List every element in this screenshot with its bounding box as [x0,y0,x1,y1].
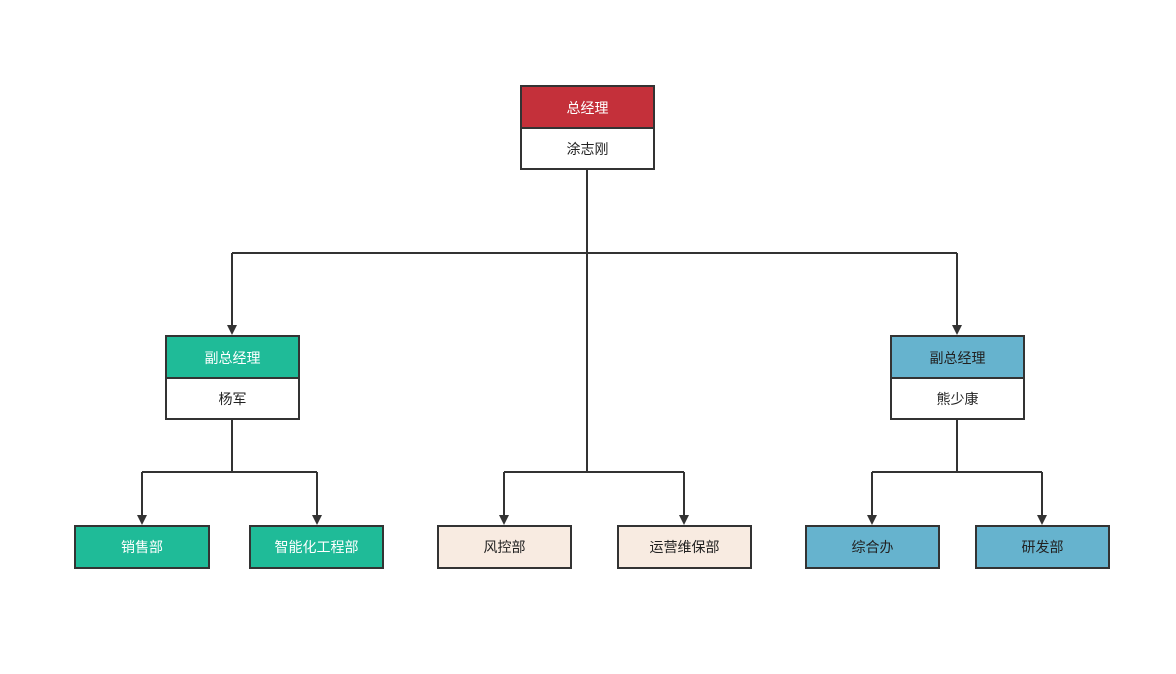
ceo-title: 总经理 [566,100,609,117]
dept-operations-maintenance-box[interactable]: 运营维保部 [617,525,752,569]
ceo-name-box[interactable]: 涂志刚 [520,127,655,170]
dept-risk-control-label: 风控部 [483,540,526,556]
dept-rnd-box[interactable]: 研发部 [975,525,1110,569]
vp-left-title-box[interactable]: 副总经理 [165,335,300,378]
dept-smart-engineering-box[interactable]: 智能化工程部 [249,525,384,569]
dept-general-office-box[interactable]: 综合办 [805,525,940,569]
vp-left-title: 副总经理 [204,350,261,367]
dept-risk-control-box[interactable]: 风控部 [437,525,572,569]
dept-rnd-label: 研发部 [1021,540,1064,556]
vp-right-title-box[interactable]: 副总经理 [890,335,1025,378]
vp-right-name-box[interactable]: 熊少康 [890,377,1025,420]
dept-sales-label: 销售部 [121,540,163,556]
dept-smart-engineering-label: 智能化工程部 [274,540,359,556]
dept-sales-box[interactable]: 销售部 [74,525,210,569]
vp-right-title: 副总经理 [929,350,986,367]
vp-left-name-box[interactable]: 杨军 [165,377,300,420]
ceo-title-box[interactable]: 总经理 [520,85,655,128]
dept-operations-maintenance-label: 运营维保部 [649,540,720,556]
ceo-name: 涂志刚 [566,141,609,158]
vp-left-name: 杨军 [218,391,247,408]
vp-right-name: 熊少康 [936,391,979,408]
dept-general-office-label: 综合办 [851,540,894,556]
